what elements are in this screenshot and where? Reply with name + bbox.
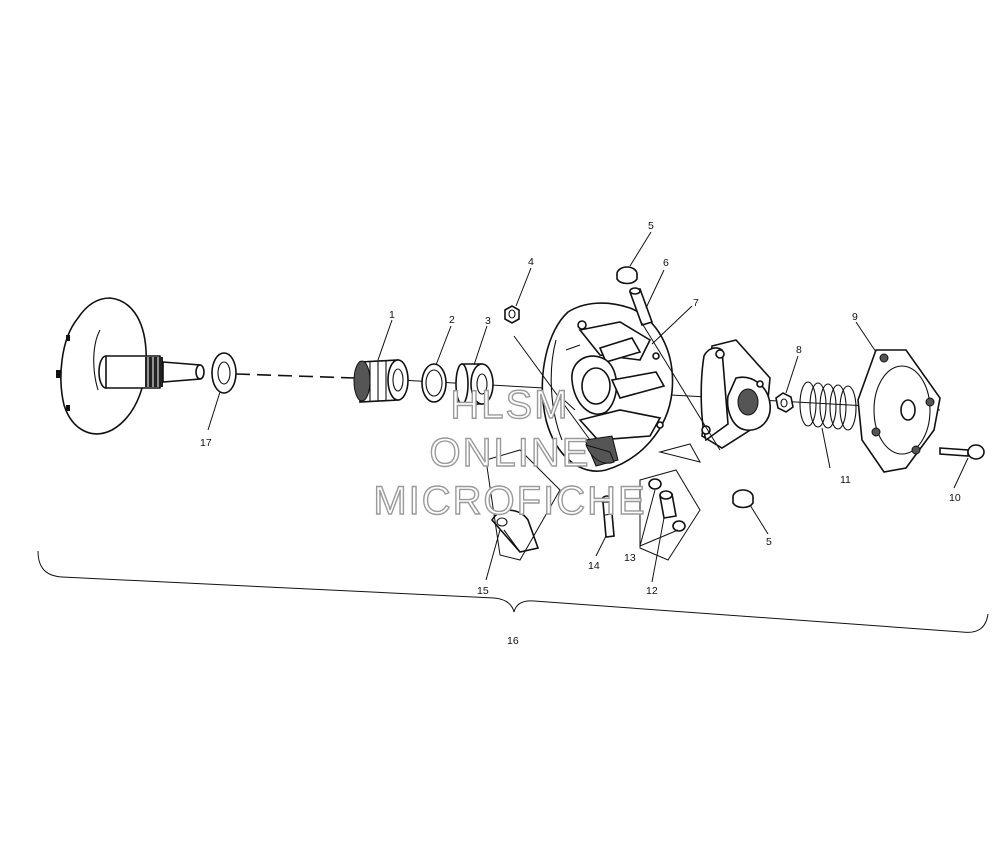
watermark-line-1: HLSM bbox=[450, 383, 569, 427]
cover-outline bbox=[658, 443, 701, 463]
part-17-washer[interactable] bbox=[211, 352, 237, 394]
callout-2: 2 bbox=[449, 314, 455, 326]
part-4-nut[interactable] bbox=[504, 305, 520, 324]
watermark: HLSM ONLINE MICROFICHE bbox=[373, 382, 646, 523]
part-5-cap-bottom[interactable] bbox=[732, 489, 754, 509]
callout-17: 17 bbox=[200, 437, 212, 449]
callout-4: 4 bbox=[528, 256, 534, 268]
callout-11: 11 bbox=[840, 474, 851, 486]
callout-6: 6 bbox=[663, 257, 669, 269]
part-9-cover[interactable] bbox=[857, 349, 941, 473]
part-13-roller-top[interactable] bbox=[648, 478, 662, 490]
centerline-dashed bbox=[235, 373, 356, 379]
part-15-weight[interactable] bbox=[491, 509, 540, 553]
part-8-nut[interactable] bbox=[775, 392, 794, 413]
part-5-cap-top[interactable] bbox=[616, 266, 638, 285]
callout-16: 16 bbox=[507, 635, 519, 647]
part-14-bolt[interactable] bbox=[601, 495, 615, 538]
part-6-pin[interactable] bbox=[628, 287, 654, 326]
part-7-moveable-sheave[interactable] bbox=[541, 302, 674, 472]
leader-lines bbox=[207, 231, 969, 583]
roller-outline bbox=[639, 469, 701, 561]
part-12-roller[interactable] bbox=[659, 490, 677, 519]
callout-labels: 1 2 3 4 5 6 7 8 9 10 11 12 13 14 15 16 1… bbox=[200, 220, 961, 647]
part-spider-assembly[interactable] bbox=[700, 339, 771, 449]
watermark-line-3: MICROFICHE bbox=[373, 479, 646, 523]
watermark-line-2: ONLINE bbox=[430, 431, 591, 475]
part-2-ring[interactable] bbox=[421, 363, 447, 403]
callout-14: 14 bbox=[588, 560, 600, 572]
part-11-spring[interactable] bbox=[799, 381, 857, 431]
shaft-spline bbox=[145, 357, 163, 387]
callout-10: 10 bbox=[949, 492, 961, 504]
callout-5-top: 5 bbox=[648, 220, 654, 232]
part-10-screw[interactable] bbox=[939, 444, 985, 460]
callout-1: 1 bbox=[389, 309, 395, 321]
part-13-roller-bottom[interactable] bbox=[672, 520, 686, 532]
callout-9: 9 bbox=[852, 311, 858, 323]
callout-3: 3 bbox=[485, 315, 491, 327]
callout-7: 7 bbox=[693, 297, 699, 309]
assembly-brace bbox=[37, 550, 989, 633]
callout-12: 12 bbox=[646, 585, 658, 597]
part-1-bearing[interactable] bbox=[353, 359, 409, 403]
callout-5-bottom: 5 bbox=[766, 536, 772, 548]
part-sheave-shaft[interactable] bbox=[56, 297, 205, 435]
callout-13: 13 bbox=[624, 552, 636, 564]
callout-8: 8 bbox=[796, 344, 802, 356]
callout-15: 15 bbox=[477, 585, 489, 597]
part-3-spacer[interactable] bbox=[455, 363, 494, 405]
